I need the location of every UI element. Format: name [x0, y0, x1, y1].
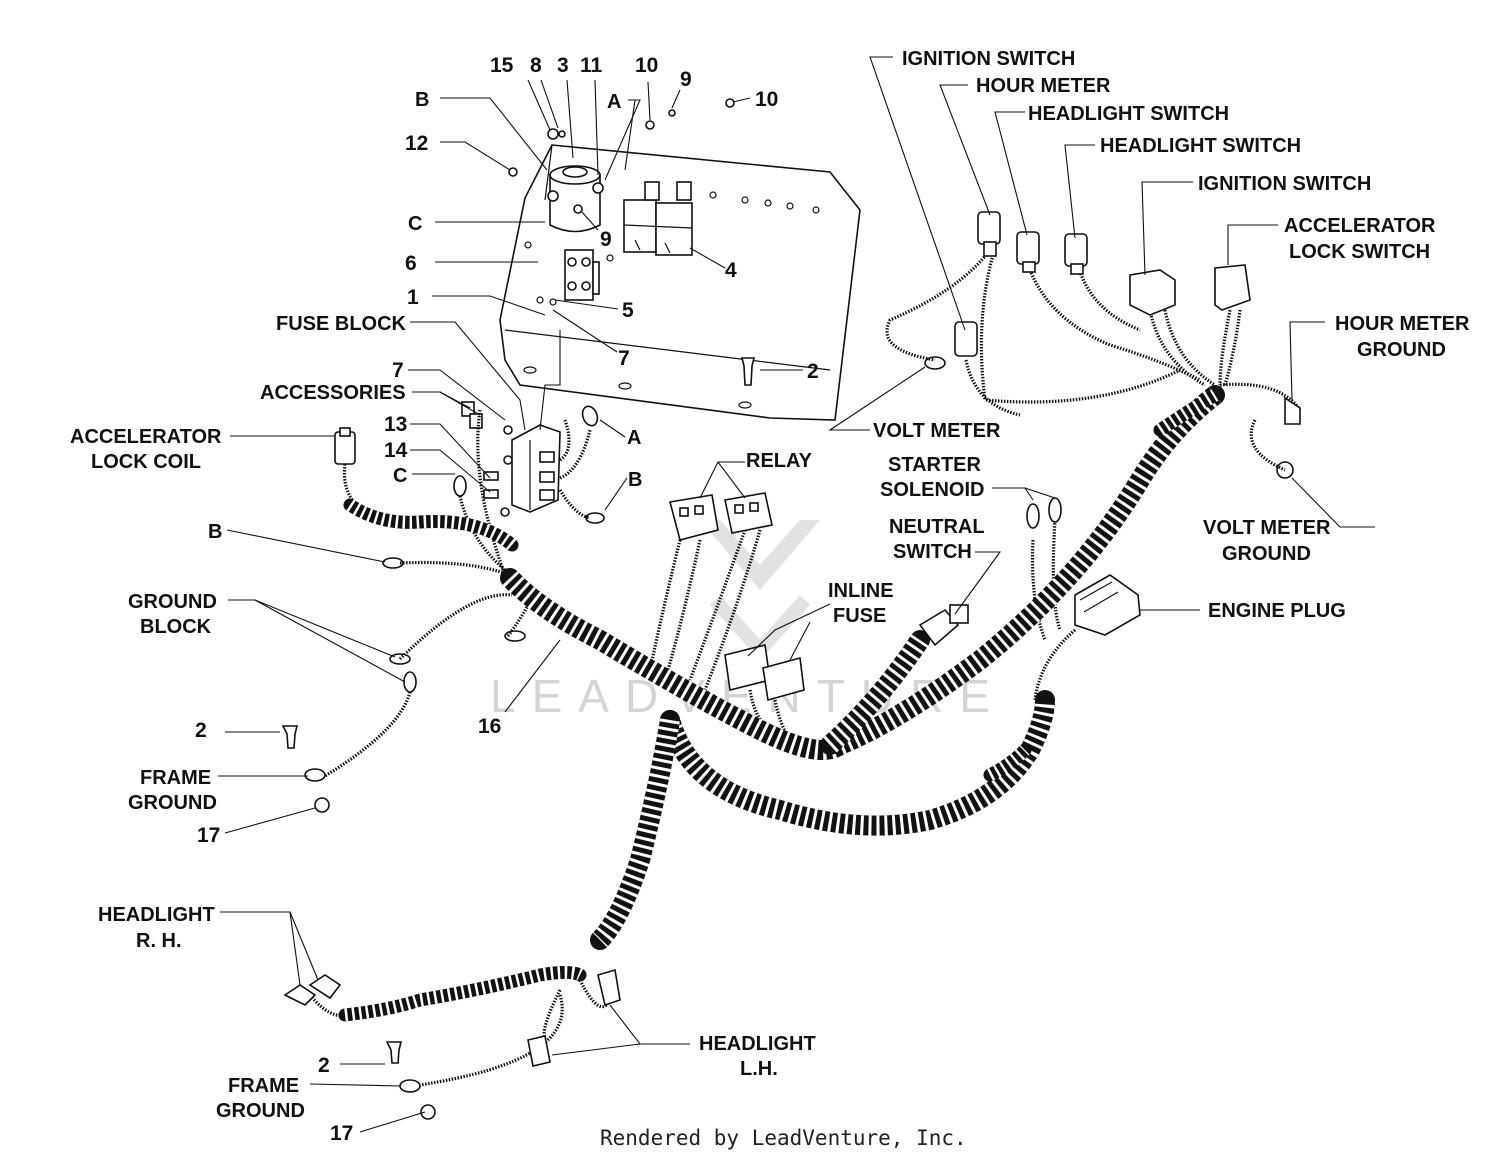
- label-5: 5: [622, 299, 634, 322]
- label-frame-ground2-1: FRAME: [228, 1075, 299, 1097]
- accelerator-lock-coil-component: [334, 427, 356, 465]
- label-9b: 9: [600, 228, 612, 251]
- label-starter-solenoid-2: SOLENOID: [880, 479, 984, 501]
- label-4: 4: [725, 259, 737, 282]
- label-13: 13: [384, 413, 407, 436]
- label-b-top: B: [415, 89, 429, 111]
- terminal-strip-component: [564, 249, 600, 301]
- label-headlight-switch-2: HEADLIGHT SWITCH: [1100, 135, 1301, 157]
- label-17b: 17: [330, 1122, 353, 1145]
- label-ignition-switch-2: IGNITION SWITCH: [1198, 173, 1371, 195]
- label-17a: 17: [197, 824, 220, 847]
- relay-pair-component: [623, 181, 693, 256]
- label-neutral-switch-2: SWITCH: [893, 541, 972, 563]
- harness-looms: [338, 385, 1225, 1022]
- label-headlight-switch-1: HEADLIGHT SWITCH: [1028, 103, 1229, 125]
- label-inline-fuse-1: INLINE: [828, 580, 894, 602]
- footer-credit: Rendered by LeadVenture, Inc.: [600, 1126, 967, 1150]
- label-headlight-rh-2: R. H.: [136, 930, 182, 952]
- label-a-top: A: [607, 91, 621, 113]
- label-neutral-switch-1: NEUTRAL: [889, 516, 985, 538]
- label-ground-block-2: BLOCK: [140, 616, 212, 638]
- label-12: 12: [405, 132, 428, 155]
- label-c-mid: C: [393, 465, 407, 487]
- label-inline-fuse-2: FUSE: [833, 605, 886, 627]
- label-frame-ground1-2: GROUND: [128, 792, 217, 814]
- label-ignition-switch-1: IGNITION SWITCH: [902, 48, 1075, 70]
- label-14: 14: [384, 439, 408, 462]
- relay-connectors: [669, 492, 773, 541]
- label-9a: 9: [680, 68, 692, 91]
- label-11: 11: [580, 54, 603, 77]
- label-accelerator-lock-coil-2: LOCK COIL: [91, 451, 201, 473]
- fuse-block-component: [461, 401, 561, 517]
- headlight-connectors: [283, 968, 621, 1067]
- hardware-bolts: [281, 725, 436, 1120]
- label-10b: 10: [755, 88, 778, 111]
- label-ground-block-1: GROUND: [128, 591, 217, 613]
- label-accelerator-lock-switch-2: LOCK SWITCH: [1289, 241, 1430, 263]
- leader-lines: [218, 56, 1375, 1133]
- label-starter-solenoid-1: STARTER: [888, 454, 982, 476]
- label-10a: 10: [635, 54, 658, 77]
- label-15: 15: [490, 54, 514, 77]
- neutral-switch-connector: [918, 604, 969, 647]
- label-headlight-rh-1: HEADLIGHT: [98, 904, 215, 926]
- label-hour-meter: HOUR METER: [976, 75, 1111, 97]
- label-8: 8: [530, 54, 542, 77]
- label-1: 1: [407, 286, 419, 309]
- label-a-mid: A: [627, 427, 641, 449]
- label-2a: 2: [807, 360, 819, 383]
- label-2c: 2: [318, 1054, 330, 1077]
- label-engine-plug: ENGINE PLUG: [1208, 600, 1346, 622]
- starter-solenoid-component: [547, 165, 604, 233]
- label-headlight-lh-1: HEADLIGHT: [699, 1033, 816, 1055]
- label-hour-meter-ground-1: HOUR METER: [1335, 313, 1470, 335]
- label-7a: 7: [618, 347, 630, 370]
- label-volt-meter-ground-1: VOLT METER: [1203, 517, 1331, 539]
- label-accessories: ACCESSORIES: [260, 382, 406, 404]
- label-accelerator-lock-coil-1: ACCELERATOR: [70, 426, 222, 448]
- label-3: 3: [557, 54, 569, 77]
- label-volt-meter-ground-2: GROUND: [1222, 543, 1311, 565]
- label-c-top: C: [408, 213, 422, 235]
- label-headlight-lh-2: L.H.: [740, 1058, 778, 1080]
- label-relay: RELAY: [746, 450, 813, 472]
- label-b-mid: B: [628, 469, 642, 491]
- label-volt-meter: VOLT METER: [873, 420, 1001, 442]
- label-6: 6: [405, 252, 417, 275]
- label-2b: 2: [195, 719, 207, 742]
- label-fuse-block: FUSE BLOCK: [276, 313, 407, 335]
- label-frame-ground2-2: GROUND: [216, 1100, 305, 1122]
- engine-plug-connector: [1074, 574, 1141, 636]
- label-hour-meter-ground-2: GROUND: [1357, 339, 1446, 361]
- label-7b: 7: [392, 359, 404, 382]
- part-labels: B 15 8 3 11 10 9 10 A 12 C 9 6 4 1 5 7 F…: [70, 48, 1470, 1145]
- inline-fuse-connectors: [724, 644, 805, 702]
- label-16: 16: [478, 715, 501, 738]
- label-b-left: B: [208, 521, 222, 543]
- panel-hardware: [508, 98, 756, 386]
- label-accelerator-lock-switch-1: ACCELERATOR: [1284, 215, 1436, 237]
- label-frame-ground1-1: FRAME: [140, 767, 211, 789]
- dash-connectors: [954, 211, 1301, 425]
